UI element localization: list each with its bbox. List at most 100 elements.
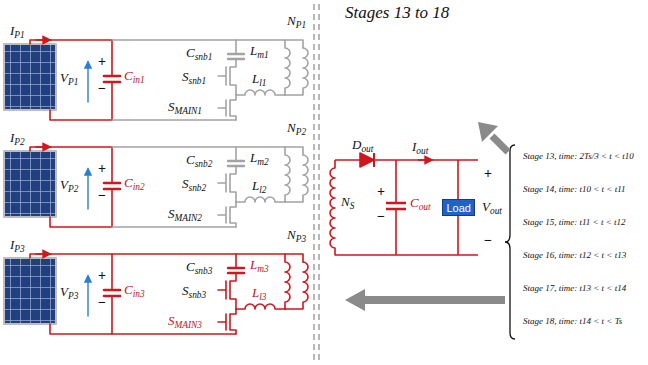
symbol-subscript: MAIN3: [175, 320, 203, 330]
symbol-subscript: snb1: [195, 52, 213, 62]
symbol-letter: N: [287, 120, 296, 135]
symbol-subscript: out: [361, 144, 373, 154]
primary-circuit: [4, 147, 308, 227]
symbol-letter: N: [341, 194, 350, 209]
symbol-letter: C: [186, 152, 195, 167]
symbol-subscript: out: [490, 206, 502, 216]
component-label: Ssnb3: [182, 284, 206, 300]
secondary-winding: [330, 160, 478, 255]
symbol-letter: C: [124, 68, 133, 83]
symbol-letter: C: [186, 259, 195, 274]
symbol-subscript: in1: [133, 75, 145, 85]
symbol-subscript: P1: [68, 77, 78, 87]
component-label: Ll2: [252, 179, 267, 195]
current-arrow: [418, 159, 432, 161]
symbol-letter: D: [352, 137, 361, 152]
component-label: Csnb1: [186, 46, 212, 62]
symbol-subscript: P2: [68, 184, 78, 194]
polarity-sign: −: [377, 210, 385, 224]
component-label: Ssnb1: [182, 70, 206, 86]
stage-line: Stage 13, time: 2Ts/3 < t < t10: [523, 152, 634, 161]
symbol-letter: L: [252, 285, 259, 300]
component-label: Ssnb2: [182, 177, 206, 193]
component-label: Dout: [352, 138, 373, 154]
symbol-subscript: m3: [257, 264, 268, 274]
component-label: IP1: [10, 24, 25, 40]
pointer-arrow: [492, 136, 508, 152]
symbol-letter: L: [252, 178, 259, 193]
symbol-subscript: in3: [133, 289, 145, 299]
symbol-subscript: S: [350, 201, 355, 211]
brace: [505, 145, 515, 339]
symbol-subscript: snb2: [195, 159, 213, 169]
symbol-subscript: P1: [296, 20, 306, 30]
symbol-letter: C: [124, 175, 133, 190]
symbol-letter: I: [412, 139, 416, 154]
symbol-letter: V: [482, 199, 490, 214]
symbol-letter: L: [250, 257, 257, 272]
component-label: Lm3: [250, 258, 269, 274]
symbol-letter: S: [168, 313, 175, 328]
symbol-subscript: P2: [296, 127, 306, 137]
polarity-sign: −: [484, 234, 492, 248]
component-label: VP3: [60, 285, 78, 301]
wire: [335, 159, 478, 161]
secondary-circuit: [330, 153, 478, 255]
transformer-core: [314, 4, 319, 360]
polarity-sign: +: [98, 162, 106, 176]
symbol-subscript: MAIN2: [175, 213, 203, 223]
component-label: VP1: [60, 71, 78, 87]
symbol-subscript: P3: [296, 234, 306, 244]
symbol-subscript: MAIN1: [175, 106, 203, 116]
stage-line: Stage 17, time: t13 < t < t14: [523, 284, 626, 293]
symbol-letter: I: [10, 130, 14, 145]
symbol-letter: S: [168, 99, 175, 114]
load-label: Load: [447, 203, 470, 214]
component-label: Lm2: [250, 151, 269, 167]
symbol-letter: C: [410, 195, 419, 210]
stage-line: Stage 18, time: t14 < t < Ts: [523, 317, 622, 326]
symbol-subscript: m2: [257, 157, 268, 167]
stage-line: Stage 14, time: t10 < t < t11: [523, 185, 625, 194]
pointer-arrow: [478, 122, 498, 142]
polarity-sign: +: [98, 269, 106, 283]
component-label: Cin1: [124, 69, 145, 85]
component-label: Lm1: [250, 44, 269, 60]
symbol-subscript: l3: [259, 292, 266, 302]
symbol-letter: I: [10, 237, 14, 252]
symbol-letter: L: [252, 71, 259, 86]
symbol-subscript: m1: [257, 50, 268, 60]
symbol-letter: C: [124, 282, 133, 297]
symbol-subscript: P2: [14, 137, 24, 147]
diode-bar: [373, 153, 375, 167]
polarity-sign: +: [377, 185, 385, 199]
symbol-letter: S: [168, 206, 175, 221]
component-label: Cin2: [124, 176, 145, 192]
capacitor-symbol: [386, 203, 406, 209]
symbol-letter: V: [60, 177, 68, 192]
stage-line: Stage 15, time: t11 < t < t12: [523, 218, 625, 227]
primary-circuit: [4, 254, 308, 334]
symbol-letter: I: [10, 23, 14, 38]
symbol-subscript: snb1: [189, 76, 207, 86]
symbol-subscript: P1: [14, 30, 24, 40]
polarity-sign: −: [98, 296, 106, 310]
symbol-subscript: l1: [259, 78, 266, 88]
symbol-subscript: P3: [14, 244, 24, 254]
component-label: Cin3: [124, 283, 145, 299]
symbol-letter: N: [287, 227, 296, 242]
component-label: NP3: [287, 228, 306, 244]
symbol-letter: S: [182, 176, 189, 191]
symbol-letter: S: [182, 283, 189, 298]
symbol-letter: S: [182, 69, 189, 84]
symbol-letter: N: [287, 13, 296, 28]
diode-symbol: [360, 153, 374, 167]
symbol-letter: L: [250, 150, 257, 165]
polarity-sign: −: [98, 82, 106, 96]
component-label: SMAIN2: [168, 207, 202, 223]
component-label: NS: [341, 195, 354, 211]
symbol-letter: V: [60, 284, 68, 299]
polarity-sign: −: [98, 189, 106, 203]
